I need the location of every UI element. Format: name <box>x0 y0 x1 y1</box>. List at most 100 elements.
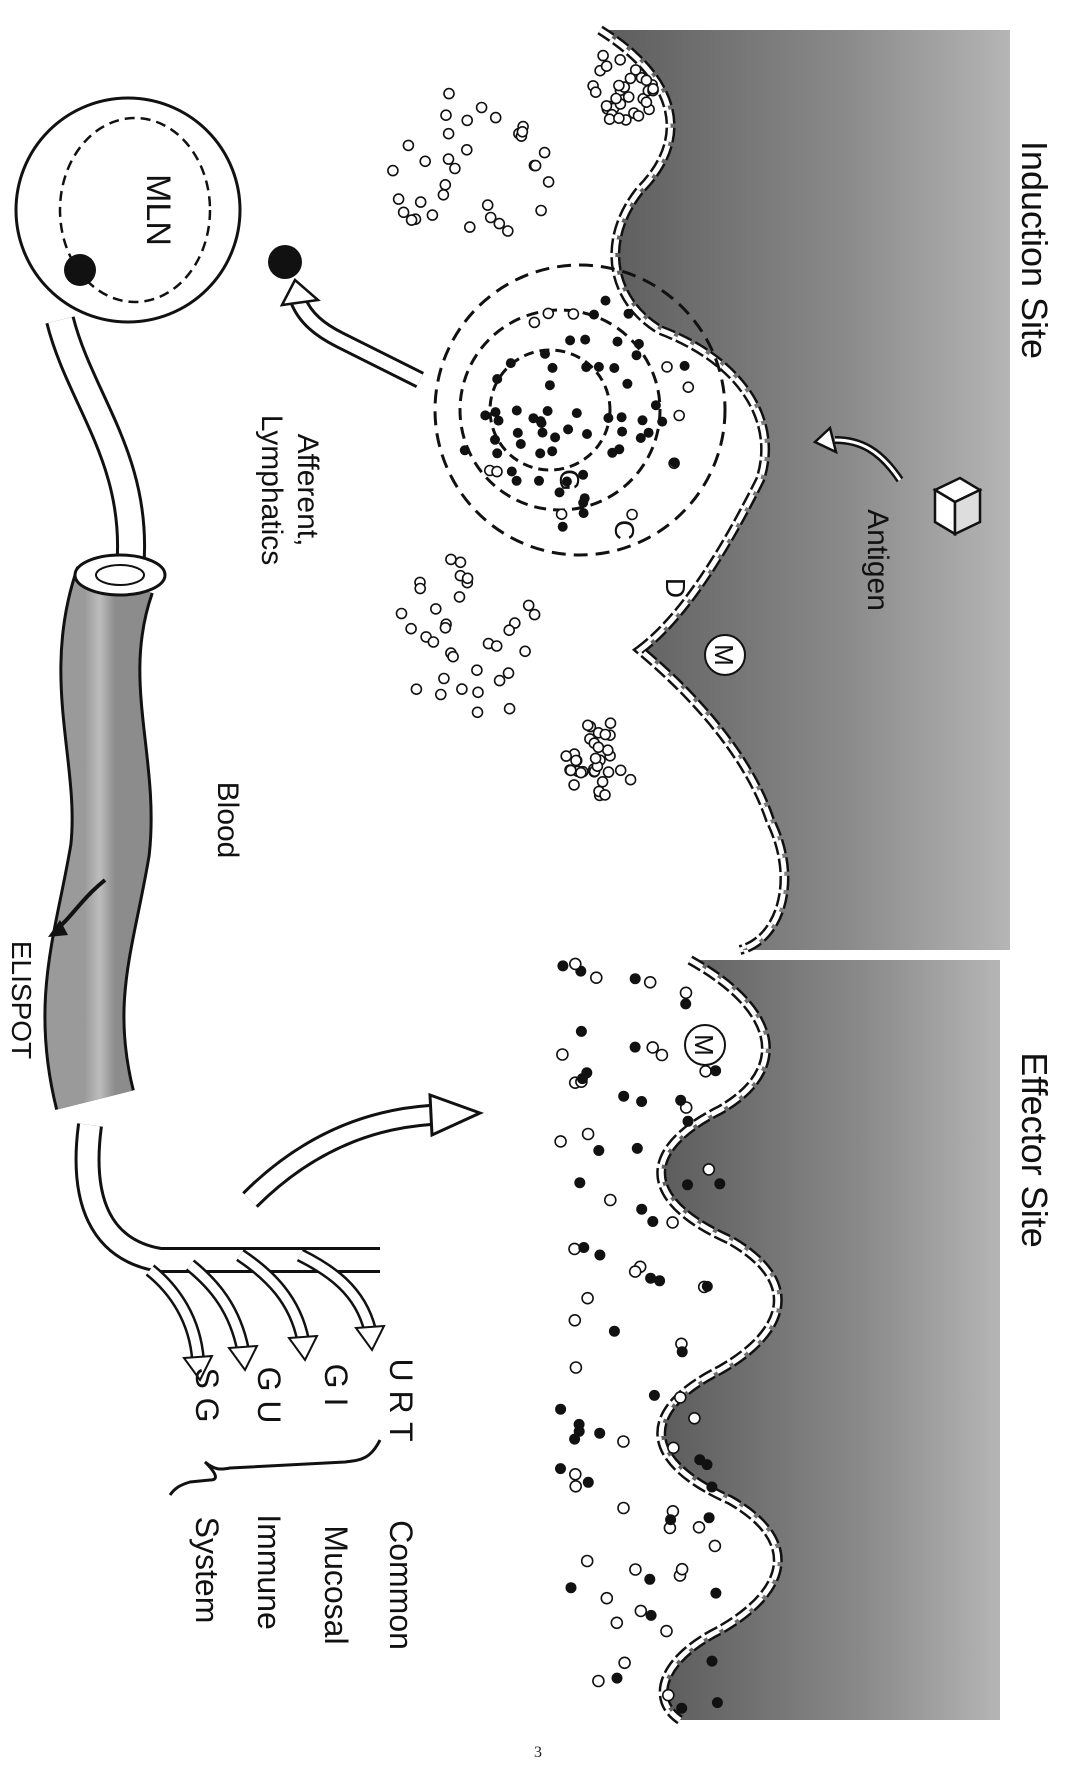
lymphocyte-filled <box>513 428 523 438</box>
lymphocyte-open <box>598 777 608 787</box>
lymphocyte-filled <box>636 1204 647 1215</box>
svg-text:M: M <box>689 1034 719 1056</box>
lymphocyte-open <box>477 103 487 113</box>
lymphocyte-filled <box>706 1482 717 1493</box>
lymphocyte-filled <box>647 1216 658 1227</box>
lymphocyte-open <box>700 1066 711 1077</box>
lymphocyte-filled <box>646 1610 657 1621</box>
lymphocyte-open <box>455 592 465 602</box>
lymphocyte-open <box>416 197 426 207</box>
lymphocyte-open <box>406 624 416 634</box>
antigen-cube-icon <box>935 478 980 534</box>
lymphocyte-open <box>677 1564 688 1575</box>
page-number: 3 <box>534 1744 542 1762</box>
lymphocyte-filled <box>490 435 500 445</box>
svg-text:M: M <box>709 644 739 666</box>
lymphocyte-open <box>456 557 466 567</box>
lymphocyte-filled <box>579 508 589 518</box>
lymphocyte-filled <box>617 427 627 437</box>
follicle-cells <box>460 296 694 532</box>
lymphocyte-filled <box>676 1703 687 1714</box>
lymphocyte-filled <box>574 1426 585 1437</box>
lymphocyte-filled <box>636 433 646 443</box>
lymphocyte-open <box>603 745 613 755</box>
lymphocyte-open <box>457 684 467 694</box>
lymphocyte-open <box>681 987 692 998</box>
lymphocyte-open <box>593 742 603 752</box>
m-cell-induction: M <box>705 635 745 675</box>
lymphocyte-open <box>615 55 625 65</box>
lymphocyte-open <box>602 61 612 71</box>
lymphocyte-filled <box>581 362 591 372</box>
lymphocyte-filled <box>512 406 522 416</box>
lymphocyte-filled <box>492 448 502 458</box>
lymphocyte-filled <box>634 339 644 349</box>
lymphocyte-open <box>570 1481 581 1492</box>
lymphocyte-open <box>627 510 637 520</box>
lymphocyte-open <box>630 1266 641 1277</box>
lymphocyte-open <box>491 113 501 123</box>
lymphocyte-open <box>428 637 438 647</box>
lymphocyte-open <box>569 1315 580 1326</box>
lymphocyte-filled <box>578 1242 589 1253</box>
lymphocyte-filled <box>694 1454 705 1465</box>
lymphocyte-filled <box>565 335 575 345</box>
lymphocyte-open <box>440 623 450 633</box>
lymphocyte-open <box>492 467 502 477</box>
lymphocyte-open <box>656 1050 667 1061</box>
lymphocyte-open <box>557 509 567 519</box>
lymphocyte-filled <box>550 432 560 442</box>
lymphocyte-filled <box>547 446 557 456</box>
lymphocyte-open <box>427 210 437 220</box>
effector-site-label: Effector Site <box>1014 1052 1055 1247</box>
lymphocyte-filled <box>612 1673 623 1684</box>
lymphocyte-open <box>667 1217 678 1228</box>
efferent-vessel <box>60 320 131 570</box>
lymphocyte-open <box>641 75 651 85</box>
lymphocyte-filled <box>654 1275 665 1286</box>
lymphocyte-filled <box>680 361 690 371</box>
lymphocyte-open <box>591 972 602 983</box>
lymphocyte-filled <box>563 424 573 434</box>
afferent-label-2: Lymphatics <box>255 415 288 566</box>
lymphocyte-open <box>606 718 616 728</box>
lymphocyte-open <box>436 690 446 700</box>
lymphocyte-open <box>605 114 615 124</box>
lymphocyte-open <box>503 226 513 236</box>
lymphocyte-filled <box>657 417 667 427</box>
lymphocyte-open <box>492 641 502 651</box>
lymphocyte-open <box>465 222 475 232</box>
lymphocyte-filled <box>543 406 553 416</box>
lymphocyte-filled <box>557 960 568 971</box>
lymphocyte-filled <box>714 1178 725 1189</box>
lymphocyte-open <box>616 765 626 775</box>
lymphocyte-open <box>593 1676 604 1687</box>
lymphocyte-filled <box>607 448 617 458</box>
lymphocyte-open <box>641 97 651 107</box>
lymphocyte-filled <box>618 1091 629 1102</box>
effector-cells <box>555 958 725 1713</box>
antigen-label: Antigen <box>861 509 894 611</box>
lymphocyte-open <box>645 977 656 988</box>
lymphocyte-filled <box>548 363 558 373</box>
mesenteric-lymph-node: MLN <box>16 98 240 322</box>
lymphocyte-open <box>446 554 456 564</box>
lymphocyte-filled <box>609 363 619 373</box>
lymphocyte-open <box>634 111 644 121</box>
lymphocyte-open <box>536 206 546 216</box>
lymphocyte-open <box>583 720 593 730</box>
svg-text:MLN: MLN <box>139 174 177 246</box>
lymphocyte-open <box>582 1556 593 1567</box>
lymphocyte-open <box>444 89 454 99</box>
lymphocyte-open <box>674 411 684 421</box>
lymphocyte-filled <box>582 429 592 439</box>
lymphocyte-open <box>483 200 493 210</box>
lymphocyte-open <box>683 382 693 392</box>
lymphocyte-open <box>668 1442 679 1453</box>
afferent-arrow-icon <box>282 280 420 380</box>
site-gi: G I <box>318 1364 354 1407</box>
lymphocyte-filled <box>577 1073 588 1084</box>
lymphocyte-open <box>709 1540 720 1551</box>
lymphocyte-open <box>611 94 621 104</box>
lymphocyte-open <box>472 665 482 675</box>
